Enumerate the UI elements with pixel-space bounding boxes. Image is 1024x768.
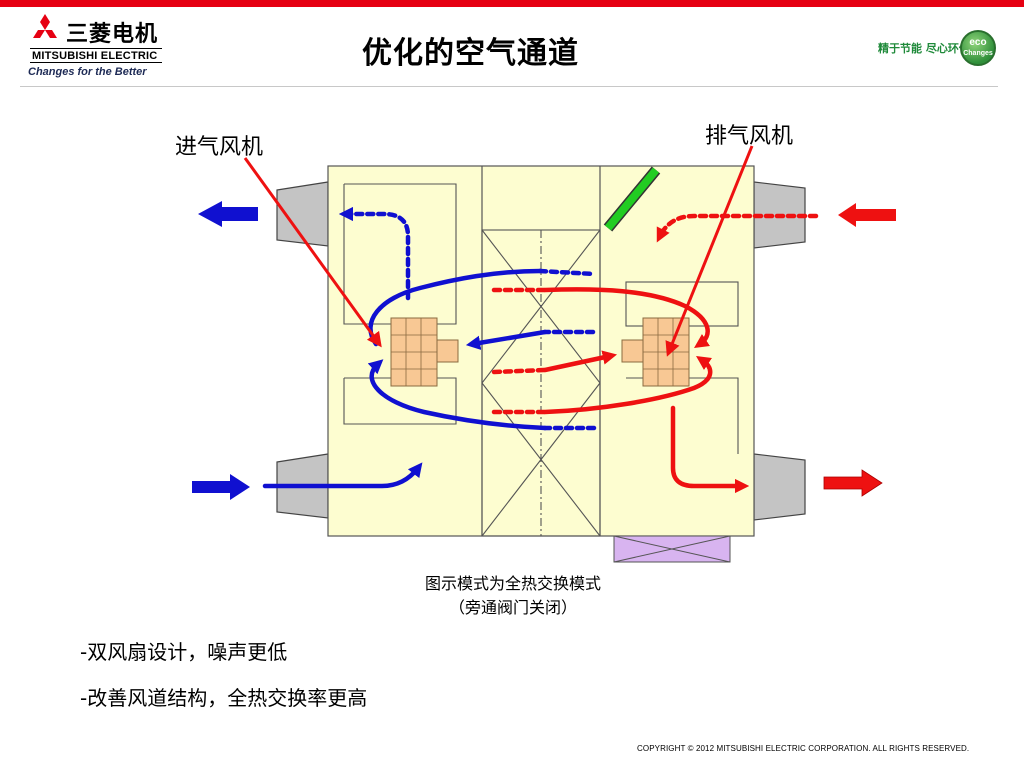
outlet-arrow-top-left — [198, 201, 258, 227]
diagram-caption: 图示模式为全热交换模式 （旁通阀门关闭） — [380, 572, 646, 620]
inlet-arrow-top-right — [838, 203, 896, 227]
inlet-arrow-bottom-left — [192, 474, 250, 500]
external-flow-arrows — [192, 201, 896, 500]
eco-changes-badge: eco Changes — [960, 30, 996, 66]
bullet-point: -双风扇设计，噪声更低 — [80, 640, 288, 664]
filter-box — [613, 535, 731, 563]
top-red-bar — [0, 0, 1024, 7]
logo-tagline: Changes for the Better — [28, 66, 147, 78]
mitsubishi-logo: 三菱电机 MITSUBISHI ELECTRIC Changes for the… — [28, 12, 168, 82]
logo-chinese-name: 三菱电机 — [66, 22, 159, 47]
supply-airflow — [262, 206, 597, 489]
caption-line-2: （旁通阀门关闭） — [448, 598, 577, 617]
duct-bottom-right — [753, 453, 806, 521]
exhaust-fan-label: 排气风机 — [705, 124, 794, 149]
three-diamonds-icon — [33, 14, 57, 38]
caption-line-1: 图示模式为全热交换模式 — [424, 574, 601, 593]
exhaust-label-pointer — [665, 145, 754, 357]
outlet-arrow-bottom-right — [823, 469, 883, 497]
bullet-point: -改善风道结构，全热交换率更高 — [80, 686, 368, 710]
header-divider — [20, 86, 998, 87]
page-title: 优化的空气通道 — [362, 36, 579, 71]
exhaust-airflow — [491, 213, 819, 494]
intake-fan — [390, 317, 459, 387]
copyright-footer: COPYRIGHT © 2012 MITSUBISHI ELECTRIC COR… — [637, 744, 970, 753]
eco-tagline: 精于节能 尽心环保 — [878, 42, 970, 55]
eco-badge-bottom-text: Changes — [963, 50, 993, 57]
logo-english-name: MITSUBISHI ELECTRIC — [30, 48, 162, 63]
intake-fan-label: 进气风机 — [175, 135, 264, 160]
eco-badge-top-text: eco — [969, 37, 987, 48]
intake-label-pointer — [243, 157, 382, 348]
